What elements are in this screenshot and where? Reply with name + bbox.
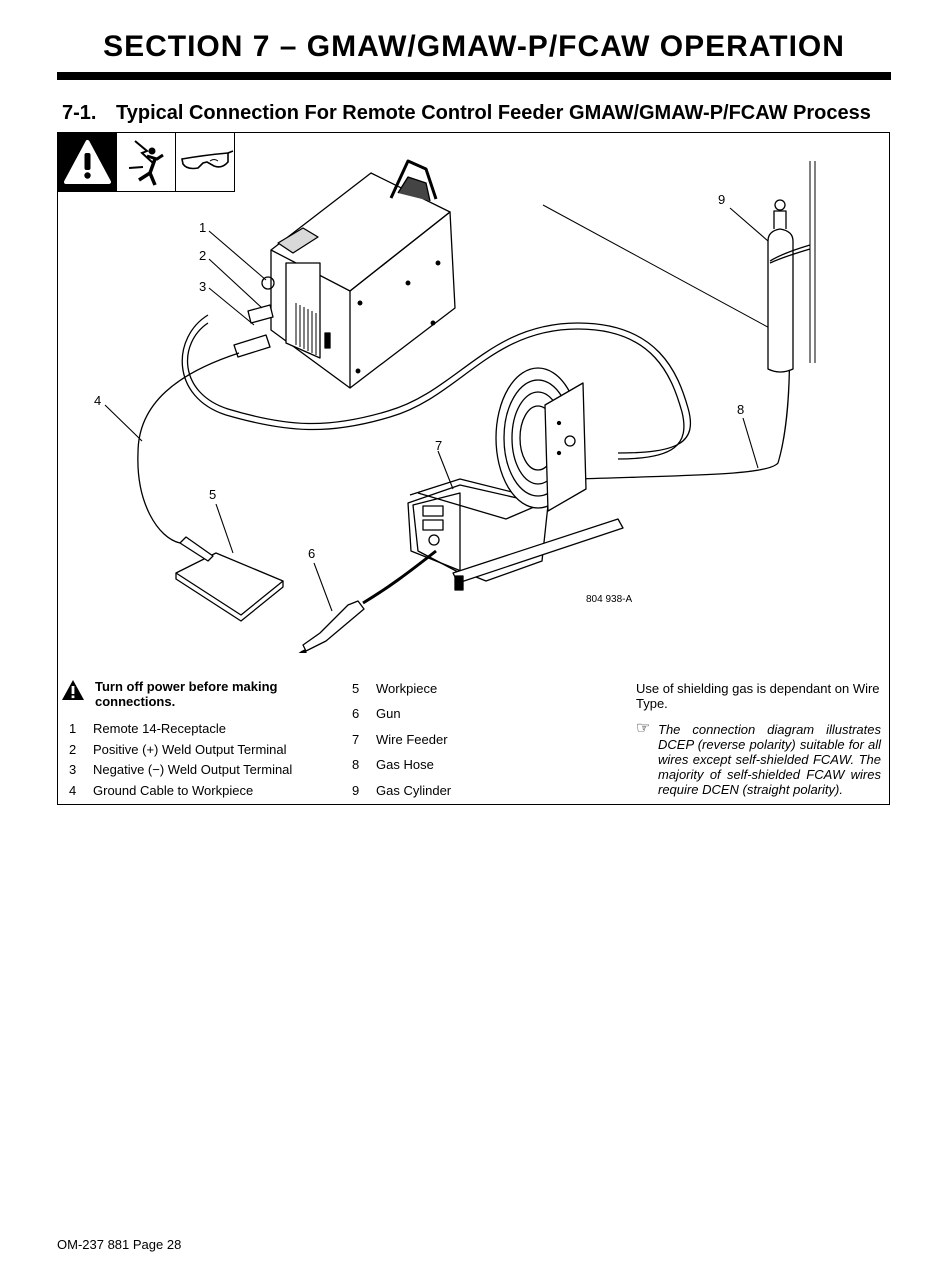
subsection-title-text: Typical Connection For Remote Control Fe… bbox=[116, 102, 871, 124]
legend-label: Gas Hose bbox=[376, 757, 434, 772]
legend-warning-text: Turn off power before making connections… bbox=[95, 679, 278, 709]
title-rule bbox=[57, 72, 891, 80]
safety-icons bbox=[58, 133, 235, 192]
legend-item-1: 1 Remote 14-Receptacle bbox=[69, 721, 226, 736]
interconnect-cable bbox=[186, 322, 692, 454]
legend-number: 4 bbox=[69, 783, 77, 798]
legend-label: Workpiece bbox=[376, 681, 438, 696]
gas-hose bbox=[577, 244, 791, 480]
legend-label: Gas Cylinder bbox=[376, 783, 452, 798]
legend-number: 9 bbox=[352, 783, 360, 798]
callout-8: 8 bbox=[737, 402, 745, 417]
legend-item-9: 9 Gas Cylinder bbox=[352, 783, 451, 798]
legend-label: Ground Cable to Workpiece bbox=[93, 783, 254, 798]
power-source-drawing bbox=[233, 159, 456, 389]
callout-1: 1 bbox=[199, 220, 207, 235]
subsection-title: 7-1. Typical Connection For Remote Contro… bbox=[62, 102, 871, 125]
callout-3: 3 bbox=[199, 279, 207, 294]
legend-label: Gun bbox=[376, 706, 401, 721]
connection-note-text: The connection diagram illustrates DCEP … bbox=[658, 722, 881, 797]
callout-4: 4 bbox=[94, 393, 102, 408]
page-footer: OM-237 881 Page 28 bbox=[57, 1237, 182, 1252]
legend-number: 8 bbox=[352, 757, 360, 772]
electric-shock-icon bbox=[117, 133, 176, 192]
callout-2: 2 bbox=[199, 248, 207, 263]
legend-number: 7 bbox=[352, 732, 360, 747]
callout-leaders bbox=[104, 207, 769, 612]
callout-6: 6 bbox=[308, 546, 316, 561]
warning-icon bbox=[58, 133, 117, 192]
legend-number: 6 bbox=[352, 706, 360, 721]
legend-label: Negative (−) Weld Output Terminal bbox=[93, 762, 293, 777]
subsection-number: 7-1. bbox=[62, 102, 97, 124]
legend-number: 2 bbox=[69, 742, 77, 757]
welding-gun-drawing bbox=[298, 549, 437, 653]
pointing-hand-icon: ☞ bbox=[636, 720, 651, 737]
legend-item-5: 5 Workpiece bbox=[352, 681, 437, 696]
gas-cylinder-drawing bbox=[767, 199, 811, 373]
wire-feeder-drawing bbox=[407, 367, 624, 591]
safety-glasses-icon bbox=[176, 133, 235, 192]
legend-item-6: 6 Gun bbox=[352, 706, 401, 721]
workpiece-plate bbox=[175, 552, 284, 616]
legend-item-8: 8 Gas Hose bbox=[352, 757, 434, 772]
shielding-gas-note: Use of shielding gas is dependant on Wir… bbox=[636, 681, 880, 711]
legend-item-3: 3 Negative (−) Weld Output Terminal bbox=[69, 762, 292, 777]
legend-number: 3 bbox=[69, 762, 77, 777]
legend-label: Positive (+) Weld Output Terminal bbox=[93, 742, 287, 757]
legend-item-7: 7 Wire Feeder bbox=[352, 732, 448, 747]
front-louvres bbox=[295, 303, 317, 355]
ground-clamp bbox=[179, 536, 214, 562]
legend-warning: Turn off power before making connections… bbox=[61, 679, 331, 709]
legend-item-4: 4 Ground Cable to Workpiece bbox=[69, 783, 253, 798]
connection-note: ☞ The connection diagram illustrates DCE… bbox=[636, 720, 881, 798]
legend-number: 5 bbox=[352, 681, 360, 696]
legend-item-2: 2 Positive (+) Weld Output Terminal bbox=[69, 742, 287, 757]
legend-label: Wire Feeder bbox=[376, 732, 448, 747]
callout-5: 5 bbox=[209, 487, 217, 502]
connection-figure: 1 2 3 4 5 6 7 8 9 804 938-A Turn off pow… bbox=[57, 132, 890, 805]
legend-number: 1 bbox=[69, 721, 77, 736]
welding-setup-drawing bbox=[104, 159, 816, 653]
drawing-number: 804 938-A bbox=[586, 594, 633, 605]
legend-label: Remote 14-Receptacle bbox=[93, 721, 226, 736]
callout-9: 9 bbox=[718, 192, 726, 207]
ground-cable bbox=[137, 352, 240, 544]
callout-7: 7 bbox=[435, 438, 443, 453]
warning-triangle-icon bbox=[62, 680, 84, 700]
section-title: SECTION 7 – GMAW/GMAW-P/FCAW OPERATION bbox=[103, 30, 845, 63]
